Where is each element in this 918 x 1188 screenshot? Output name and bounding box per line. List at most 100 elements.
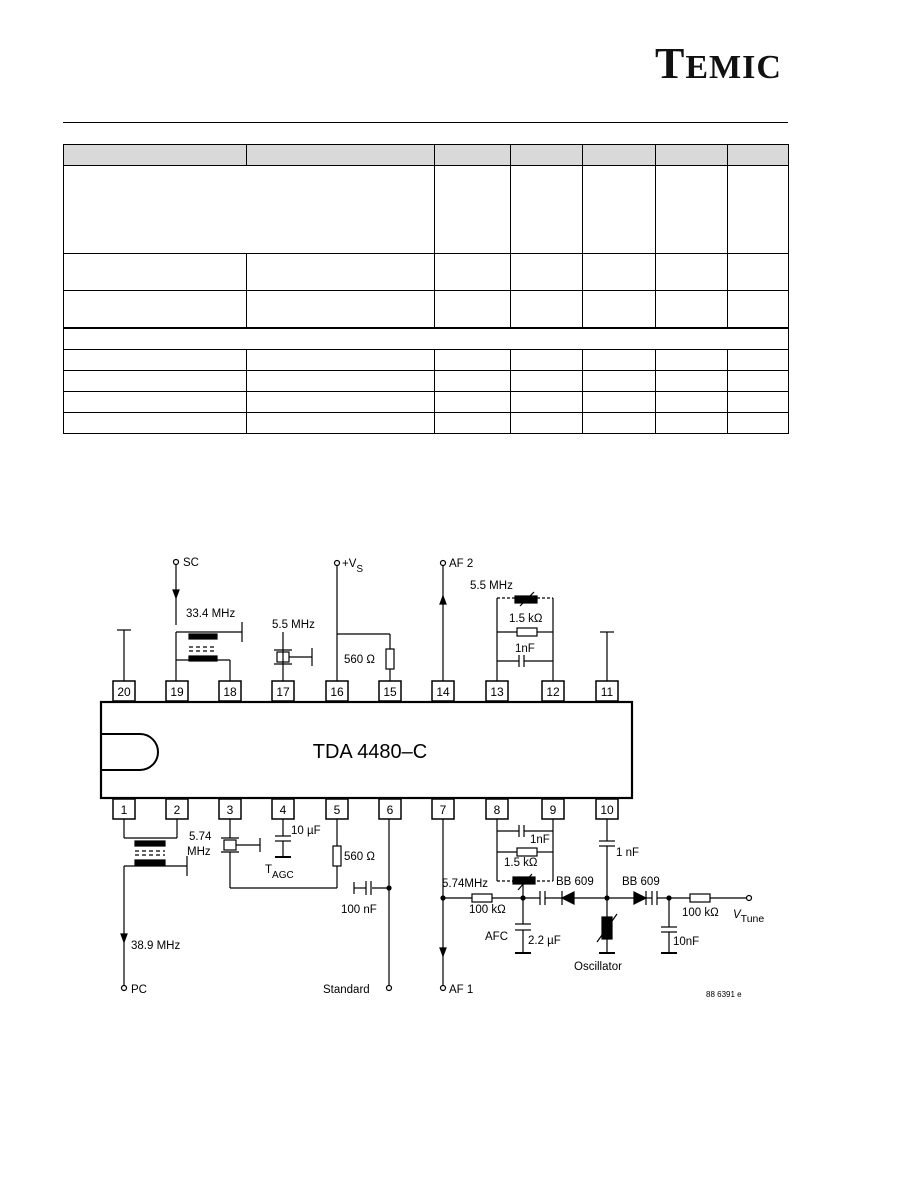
svg-text:20: 20 (117, 685, 131, 699)
table-row (63, 290, 789, 329)
table-cell (434, 370, 511, 392)
label-560-top: 560 Ω (344, 654, 375, 666)
table-cell (727, 144, 789, 166)
table-cell (582, 412, 656, 434)
table-cell (727, 370, 789, 392)
label-560-bottom: 560 Ω (344, 851, 375, 863)
svg-text:13: 13 (490, 685, 504, 699)
table-cell (246, 144, 435, 166)
table-cell (246, 349, 435, 371)
table-cell (434, 290, 511, 329)
table-row (63, 253, 789, 291)
label-vs: +VS (342, 558, 363, 575)
table-cell (510, 349, 583, 371)
table-row (63, 391, 789, 413)
top-pin-12: 12 (541, 680, 565, 702)
table-cell (582, 144, 656, 166)
table-row (63, 327, 789, 350)
table-cell (727, 349, 789, 371)
table-cell (434, 165, 511, 254)
table-cell (63, 370, 247, 392)
table-cell (63, 391, 247, 413)
header-rule (63, 122, 788, 123)
bottom-pin-6: 6 (378, 798, 402, 820)
svg-text:17: 17 (276, 685, 290, 699)
table-cell (582, 391, 656, 413)
table-cell (63, 349, 247, 371)
table-cell (510, 165, 583, 254)
svg-text:2: 2 (174, 803, 181, 817)
label-afc: AFC (485, 931, 508, 943)
bottom-pin-8: 8 (485, 798, 509, 820)
svg-text:3: 3 (227, 803, 234, 817)
label-1-5k-bottom: 1.5 kΩ (504, 857, 538, 869)
table-cell (655, 349, 728, 371)
table-cell (510, 290, 583, 329)
label-bb609-left: BB 609 (556, 876, 594, 888)
table-cell (246, 290, 435, 329)
bottom-pin-4: 4 (271, 798, 295, 820)
chip-label: TDA 4480–C (313, 741, 428, 763)
svg-text:7: 7 (440, 803, 447, 817)
table-cell (246, 412, 435, 434)
svg-text:4: 4 (280, 803, 287, 817)
table-cell (655, 165, 728, 254)
svg-text:15: 15 (383, 685, 397, 699)
table-cell (63, 412, 247, 434)
table-cell (510, 391, 583, 413)
label-5-5mhz-top: 5.5 MHz (272, 619, 315, 631)
table-cell (727, 391, 789, 413)
table-cell (655, 290, 728, 329)
table-cell (63, 253, 247, 291)
table-cell (655, 144, 728, 166)
logo-rest: EMIC (685, 49, 782, 86)
label-10nf: 10nF (673, 936, 699, 948)
top-pin-13: 13 (485, 680, 509, 702)
table-cell (510, 253, 583, 291)
svg-text:14: 14 (436, 685, 450, 699)
table-cell (510, 144, 583, 166)
svg-text:12: 12 (546, 685, 560, 699)
table-row (63, 349, 789, 371)
table-cell (655, 412, 728, 434)
label-af1: AF 1 (449, 984, 473, 996)
label-1nf-10: 1 nF (616, 847, 639, 859)
label-af2: AF 2 (449, 558, 473, 570)
top-pin-16: 16 (325, 680, 349, 702)
label-100k-left: 100 kΩ (469, 904, 506, 916)
label-10uf: 10 µF (291, 825, 321, 837)
label-5-5mhz-right: 5.5 MHz (470, 580, 513, 592)
table-row (63, 144, 789, 166)
bottom-pin-5: 5 (325, 798, 349, 820)
table-cell (434, 144, 511, 166)
svg-text:8: 8 (494, 803, 501, 817)
top-pin-18: 18 (218, 680, 242, 702)
table-cell (655, 370, 728, 392)
label-oscillator: Oscillator (574, 961, 622, 973)
bottom-pin-1: 1 (112, 798, 136, 820)
label-5-74mhz: 5.74MHz (442, 878, 488, 890)
table-cell (246, 253, 435, 291)
table-cell (727, 253, 789, 291)
table-cell (246, 370, 435, 392)
table-row (63, 412, 789, 434)
spec-table-body (63, 144, 789, 434)
label-standard: Standard (323, 984, 370, 996)
figure-code: 88 6391 e (706, 990, 742, 999)
table-cell (63, 165, 435, 254)
table-cell (582, 253, 656, 291)
label-33-4mhz: 33.4 MHz (186, 608, 235, 620)
bottom-pin-7: 7 (431, 798, 455, 820)
spec-table (63, 144, 789, 434)
top-pin-20: 20 (112, 680, 136, 702)
svg-text:11: 11 (601, 685, 614, 699)
table-cell (727, 165, 789, 254)
label-100k-right: 100 kΩ (682, 907, 719, 919)
table-cell (510, 412, 583, 434)
table-cell (655, 253, 728, 291)
top-pin-14: 14 (431, 680, 455, 702)
bottom-pin-2: 2 (165, 798, 189, 820)
